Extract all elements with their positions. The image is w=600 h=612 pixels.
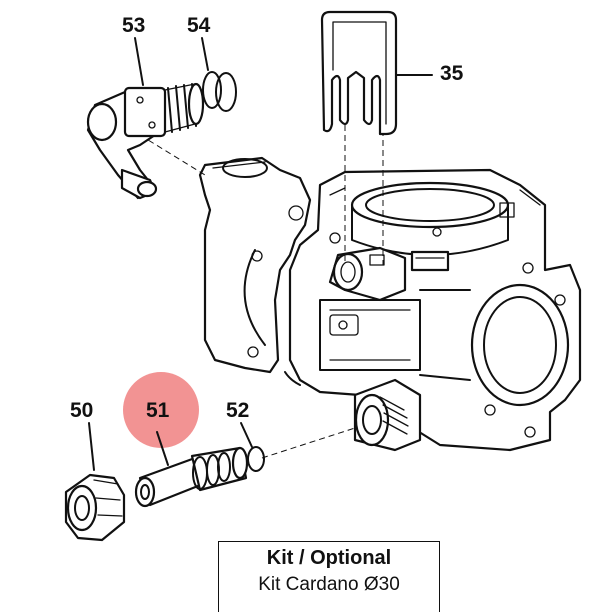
part-53-elbow-fitting: 53 [86,14,205,200]
kit-label-box: Kit / Optional Kit Cardano Ø30 [218,541,440,612]
callout-51: 51 [146,399,170,422]
callout-52: 52 [226,399,249,422]
callout-53: 53 [122,14,145,37]
callout-54: 54 [187,14,211,37]
part-51-pipe-fitting: 51 [134,399,249,508]
part-50-nut: 50 [64,399,126,542]
alignment-lines [139,95,384,459]
kit-title-separator: / [299,547,305,569]
part-51-highlight [123,372,199,448]
part-54-o-rings: 54 [187,14,237,112]
kit-name: Kit Cardano Ø30 [258,574,400,595]
callout-35: 35 [440,62,464,85]
part-35-clip: 35 [320,10,464,136]
kit-title-right: Optional [310,547,392,569]
valve-body [198,156,582,452]
kit-title-left: Kit [266,547,294,569]
kit-title: Kit / Optional [219,547,439,570]
part-52-o-ring: 52 [226,399,265,472]
callout-50: 50 [70,399,93,422]
